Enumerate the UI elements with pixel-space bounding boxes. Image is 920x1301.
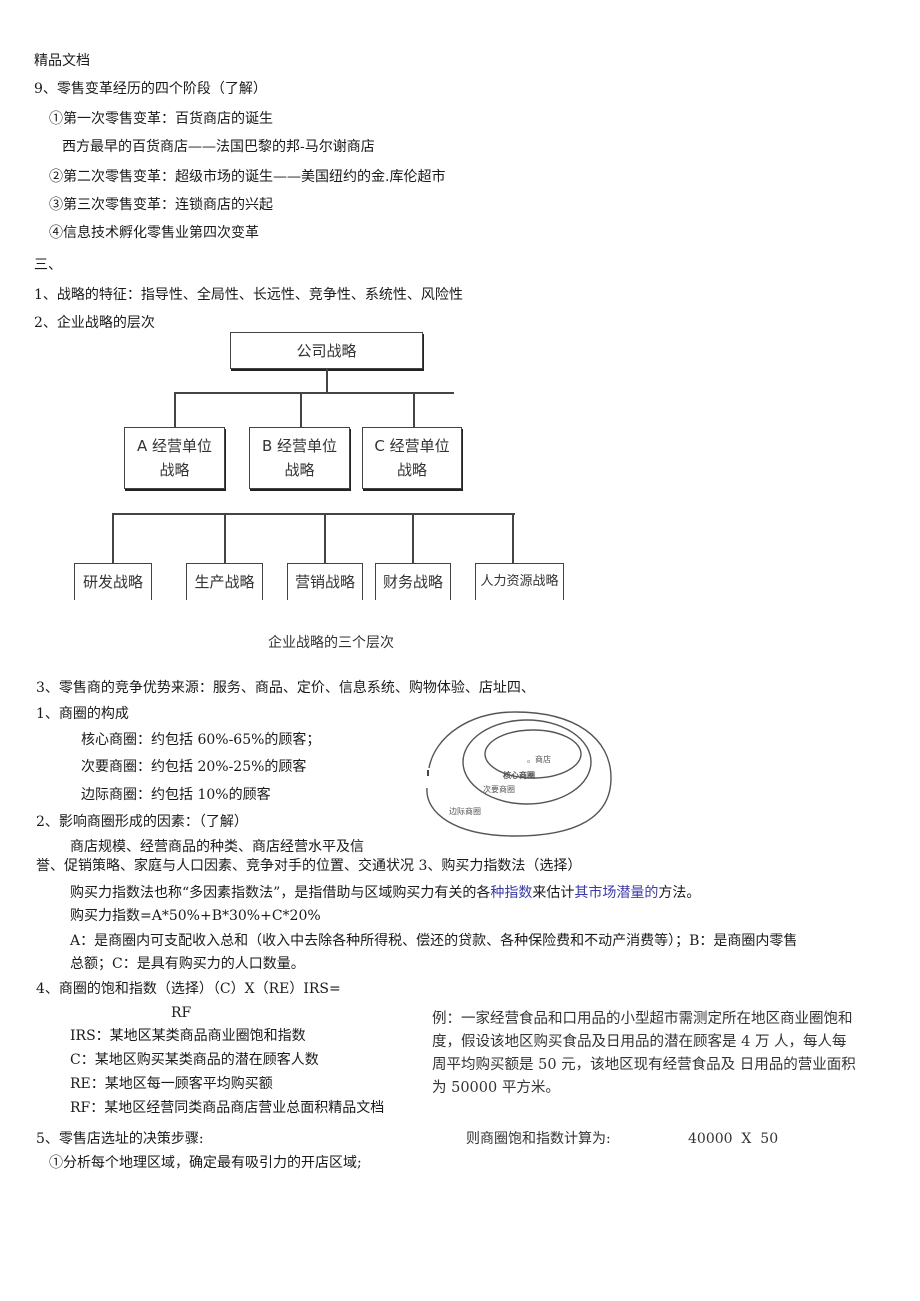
corporate-strategy-label: 公司战略 <box>296 341 357 360</box>
business-unit-a-box: A 经营单位战略 <box>124 427 225 489</box>
box-label: 人力资源战略 <box>480 574 559 589</box>
retail-revolution-3: ③第三次零售变革：连锁商店的兴起 <box>49 197 273 213</box>
text-run: 购买力指数法也称“多因素指数法”，是指借助与区域购买力有关的各 <box>70 885 491 901</box>
business-unit-b-box: B 经营单位战略 <box>249 427 350 489</box>
production-strategy-box: 生产战略 <box>186 563 263 600</box>
marketing-strategy-box: 营销战略 <box>287 563 363 600</box>
box-label: 营销战略 <box>294 573 355 591</box>
connector-line <box>413 392 415 427</box>
strategy-levels-title: 2、企业战略的层次 <box>34 315 155 331</box>
secondary-trade-area: 次要商圈：约包括 20%-25%的顾客 <box>81 759 307 775</box>
rd-strategy-box: 研发战略 <box>74 563 152 600</box>
retail-revolution-1: ①第一次零售变革：百货商店的诞生 <box>49 111 273 127</box>
saturation-denominator: RF <box>171 1005 192 1021</box>
text-run: 方法。 <box>658 885 701 901</box>
saturation-example: 例：一家经营食品和口用品的小型超市需测定所在地区商业圈饱和度，假设该地区购买食品… <box>432 1011 856 1096</box>
connector-line <box>112 513 114 563</box>
competitive-advantage-sources: 3、零售商的竞争优势来源：服务、商品、定价、信息系统、购物体验、店址四、 <box>36 680 535 696</box>
marginal-trade-area: 边际商圈：约包括 10%的顾客 <box>81 787 271 803</box>
factors-line-1: 商店规模、经营商品的种类、商店经营水平及信 <box>70 839 364 855</box>
diagram-caption: 企业战略的三个层次 <box>268 635 394 651</box>
buying-power-formula: 购买力指数=A*50%+B*30%+C*20% <box>70 908 321 924</box>
box-label: 财务战略 <box>382 573 443 591</box>
retail-revolution-1-detail: 西方最早的百货商店——法国巴黎的邦-马尔谢商店 <box>62 139 375 155</box>
connector-line <box>174 392 454 394</box>
factors-title: 2、影响商圈形成的因素：（了解） <box>36 814 248 830</box>
retail-revolution-2: ②第二次零售变革：超级市场的诞生——美国纽约的金.库伦超市 <box>49 169 446 185</box>
part-3-heading: 三、 <box>34 257 62 273</box>
buying-power-definitions-1: A：是商圈内可支配收入总和（收入中去除各种所得税、偿还的贷款、各种保险费和不动产… <box>70 933 798 949</box>
saturation-index-title: 4、商圈的饱和指数（选择）（C）X（RE）IRS= <box>36 981 341 997</box>
trade-area-diagram: 。商店 核心商圈 次要商圈 边际商圈 <box>415 708 615 838</box>
buying-power-definitions-2: 总额；C：是具有购买力的人口数量。 <box>70 956 305 972</box>
saturation-calc-value: 40000 X 50 <box>688 1131 779 1147</box>
connector-line <box>174 392 176 427</box>
box-label: 研发战略 <box>82 573 143 591</box>
section-9-title: 9、零售变革经历的四个阶段（了解） <box>34 81 267 97</box>
connector-line <box>326 369 328 394</box>
site-selection-step-1: ①分析每个地理区域，确定最有吸引力的开店区域; <box>49 1155 362 1171</box>
buying-power-description: 购买力指数法也称“多因素指数法”，是指借助与区域购买力有关的各种指数来估计其市场… <box>70 884 700 902</box>
finance-strategy-box: 财务战略 <box>375 563 451 600</box>
core-trade-area: 核心商圈：约包括 60%-65%的顾客； <box>81 732 321 748</box>
document-header-label: 精品文档 <box>34 53 90 69</box>
box-label: 生产战略 <box>194 573 255 591</box>
connector-line <box>412 513 414 563</box>
factors-line-2: 誉、促销策略、家庭与人口因素、竞争对手的位置、交通状况 3、购买力指数法（选择） <box>36 858 582 874</box>
connector-line <box>300 392 302 427</box>
corporate-strategy-box: 公司战略 <box>230 332 423 369</box>
highlighted-text: 种指数 <box>490 885 533 901</box>
box-label: A 经营单位 <box>136 437 213 455</box>
marginal-area-label: 边际商圈 <box>449 807 481 816</box>
c-definition: C：某地区购买某类商品的潜在顾客人数 <box>70 1052 319 1068</box>
irs-definition: IRS：某地区某类商品商业圈饱和指数 <box>70 1028 306 1044</box>
box-label: 战略 <box>159 461 190 479</box>
concentric-circles-icon <box>426 711 612 837</box>
strategy-features: 1、战略的特征：指导性、全局性、长远性、竞争性、系统性、风险性 <box>34 287 463 303</box>
saturation-calc-label: 则商圈饱和指数计算为: <box>466 1131 611 1147</box>
box-label: C 经营单位 <box>374 437 450 455</box>
core-area-label: 核心商圈 <box>503 771 535 780</box>
highlighted-text: 其市场潜量的 <box>574 885 659 901</box>
hr-strategy-box: 人力资源战略 <box>475 563 564 600</box>
connector-line <box>512 513 514 563</box>
box-label: 战略 <box>396 461 427 479</box>
trade-area-title: 1、商圈的构成 <box>36 706 129 722</box>
secondary-area-label: 次要商圈 <box>483 785 515 794</box>
connector-line <box>324 513 326 563</box>
re-definition: RE：某地区每一顾客平均购买额 <box>70 1076 273 1092</box>
site-selection-title: 5、零售店选址的决策步骤: <box>36 1131 204 1147</box>
box-label: 战略 <box>284 461 315 479</box>
business-unit-c-box: C 经营单位战略 <box>362 427 462 489</box>
text-run: 来估计 <box>532 885 575 901</box>
connector-line <box>112 513 515 515</box>
connector-line <box>224 513 226 563</box>
box-label: B 经营单位 <box>261 437 338 455</box>
retail-revolution-4: ④信息技术孵化零售业第四次变革 <box>49 225 259 241</box>
rf-definition: RF：某地区经营同类商品商店营业总面积精品文档 <box>70 1100 385 1116</box>
store-label: 。商店 <box>527 755 551 764</box>
